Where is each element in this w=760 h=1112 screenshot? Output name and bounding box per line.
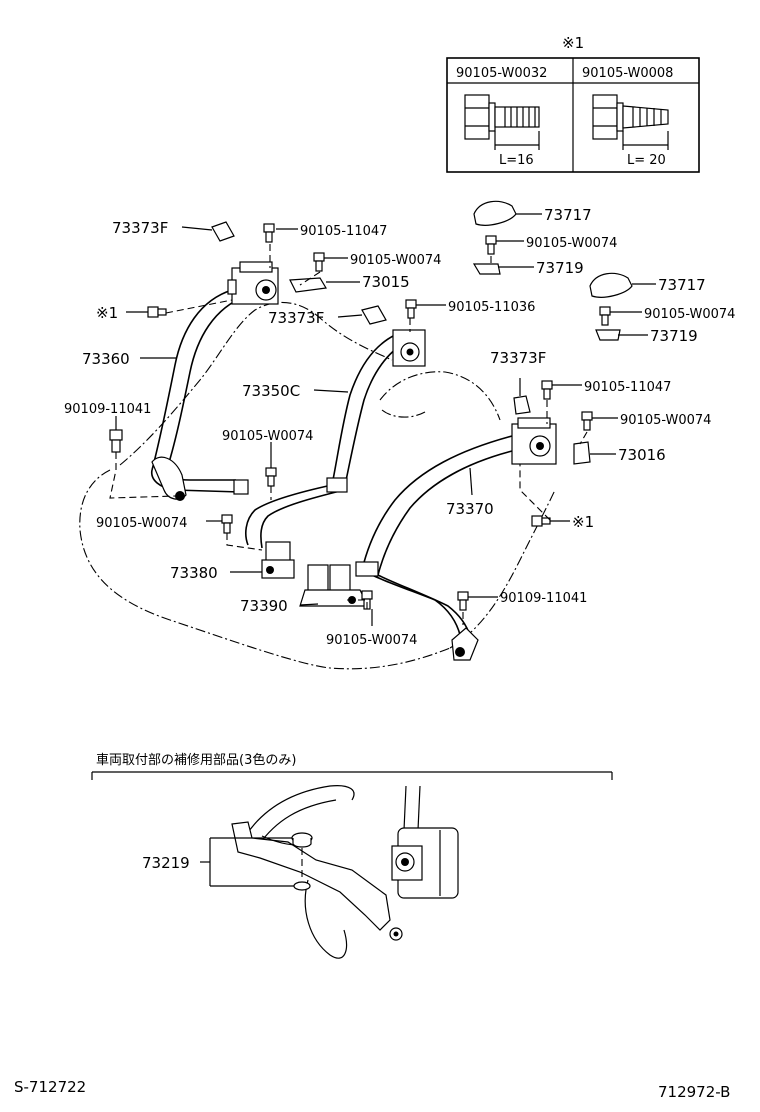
cover-73717-b xyxy=(589,272,633,298)
main-assembly xyxy=(79,200,656,670)
label-90105-11047-b: 90105-11047 xyxy=(584,380,671,395)
clip-73373f-a xyxy=(211,221,235,242)
clip-73373f-b xyxy=(361,305,387,325)
label-73373f-c: 73373F xyxy=(490,349,546,367)
label-73719-b: 73719 xyxy=(650,327,698,345)
label-73350c: 73350C xyxy=(242,382,300,400)
bolt-icon xyxy=(109,223,611,611)
retractor-right xyxy=(511,417,557,465)
bolt2-length: L= 20 xyxy=(627,153,666,168)
buckle-73390 xyxy=(299,564,369,607)
buckle-73380 xyxy=(261,541,295,579)
cover-73717-a xyxy=(473,200,517,226)
retractor-inset xyxy=(391,827,459,899)
label-73373f-b: 73373F xyxy=(268,309,324,327)
label-73717-b: 73717 xyxy=(658,276,706,294)
label-90105-11036: 90105-11036 xyxy=(448,300,535,315)
footer-right-code: 712972-B xyxy=(658,1083,730,1101)
table-col1-header: 90105-W0032 xyxy=(456,66,547,81)
label-90105-w0074-e: 90105-W0074 xyxy=(526,236,617,251)
plate-73719-a xyxy=(472,263,501,275)
anchor-right xyxy=(451,627,479,661)
bolt1-length: L=16 xyxy=(499,153,534,168)
bolt-spec-table: ※1 90105-W0032 90105-W0008 L=16 xyxy=(446,34,700,173)
label-73719-a: 73719 xyxy=(536,259,584,277)
label-90105-w0074-g: 90105-W0074 xyxy=(620,413,711,428)
label-73390: 73390 xyxy=(240,597,288,615)
label-73360: 73360 xyxy=(82,350,130,368)
label-73015: 73015 xyxy=(362,273,410,291)
label-73380: 73380 xyxy=(170,564,218,582)
anchor-left xyxy=(151,456,187,501)
label-90105-11047-a: 90105-11047 xyxy=(300,224,387,239)
label-73370: 73370 xyxy=(446,500,494,518)
bracket-73016 xyxy=(573,441,591,465)
label-73016: 73016 xyxy=(618,446,666,464)
label-90105-w0074-f: 90105-W0074 xyxy=(644,307,735,322)
anchor-plate xyxy=(231,821,391,931)
label-ref1-left: ※1 xyxy=(96,304,118,322)
repair-parts-inset: 車両取付部の補修用部品(3色のみ) 73219 xyxy=(91,752,613,959)
bolt-icon xyxy=(464,94,540,140)
label-90105-w0074-b: 90105-W0074 xyxy=(222,429,313,444)
table-col2-header: 90105-W0008 xyxy=(582,66,673,81)
label-90109-11041-a: 90109-11041 xyxy=(64,402,151,417)
label-73717-a: 73717 xyxy=(544,206,592,224)
washer xyxy=(293,881,311,891)
inset-part-label: 73219 xyxy=(142,854,190,872)
label-73373f-a: 73373F xyxy=(112,219,168,237)
bolt-icon xyxy=(592,94,669,140)
label-90105-w0074-d: 90105-W0074 xyxy=(326,633,417,648)
plate-73719-b xyxy=(595,329,621,341)
part-labels: 73373F 90105-11047 90105-W0074 73015 ※1 … xyxy=(64,206,735,648)
label-90105-w0074-c: 90105-W0074 xyxy=(96,516,187,531)
label-90109-11041-b: 90109-11041 xyxy=(500,591,587,606)
inset-title: 車両取付部の補修用部品(3色のみ) xyxy=(96,752,296,768)
clip-73373f-c xyxy=(513,395,531,415)
footer-left-code: S-712722 xyxy=(14,1078,86,1096)
label-90105-w0074-a: 90105-W0074 xyxy=(350,253,441,268)
retractor-center xyxy=(392,329,426,367)
table-note: ※1 xyxy=(562,34,584,52)
retractor-left xyxy=(227,261,279,305)
label-ref1-right: ※1 xyxy=(572,513,594,531)
